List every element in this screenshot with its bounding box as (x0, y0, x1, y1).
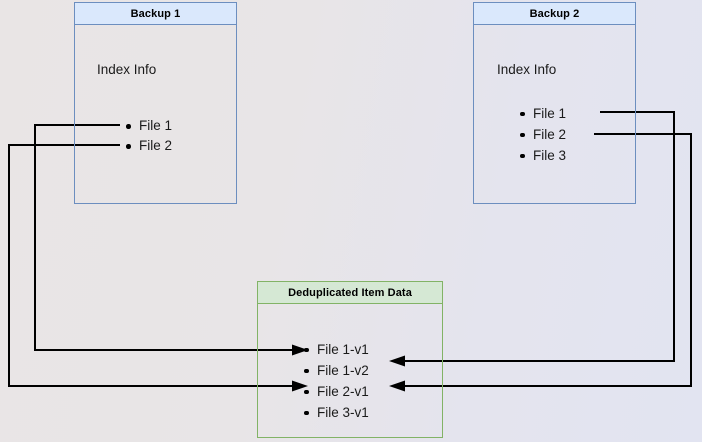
list-item[interactable]: File 3 (519, 145, 566, 166)
list-item[interactable]: File 2 (125, 136, 172, 156)
deduplicated-item-data-header: Deduplicated Item Data (258, 282, 442, 304)
list-item[interactable]: File 1 (125, 116, 172, 136)
list-item[interactable]: File 2 (519, 124, 566, 145)
backup-1-file-list: File 1 File 2 (125, 116, 172, 156)
backup-2-box[interactable]: Backup 2 (473, 2, 636, 204)
backup-1-box[interactable]: Backup 1 (74, 2, 237, 204)
backup-1-header: Backup 1 (75, 3, 236, 25)
backup-2-index-info-label: Index Info (497, 62, 557, 77)
list-item[interactable]: File 1-v2 (303, 360, 369, 381)
list-item[interactable]: File 1-v1 (303, 339, 369, 360)
list-item[interactable]: File 2-v1 (303, 381, 369, 402)
backup-2-file-list: File 1 File 2 File 3 (519, 103, 566, 166)
deduplicated-item-data-box[interactable]: Deduplicated Item Data (257, 281, 443, 438)
list-item[interactable]: File 3-v1 (303, 402, 369, 423)
deduplicated-item-list: File 1-v1 File 1-v2 File 2-v1 File 3-v1 (303, 339, 369, 423)
backup-1-index-info-label: Index Info (97, 62, 157, 77)
list-item[interactable]: File 1 (519, 103, 566, 124)
backup-2-header: Backup 2 (474, 3, 635, 25)
